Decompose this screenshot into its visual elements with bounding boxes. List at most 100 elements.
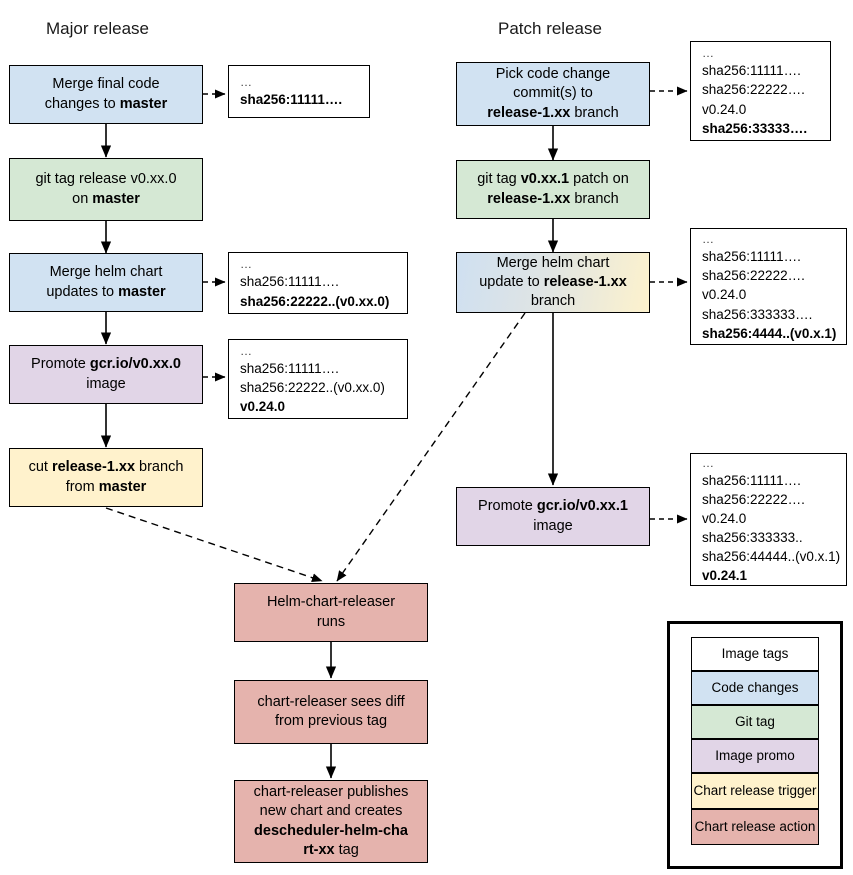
node-merge-helm-release-branch[interactable]: Merge helm chart update to release-1.xx … [456, 252, 650, 313]
tagbox-after-merge-helm-release: … sha256:11111…. sha256:22222…. v0.24.0 … [690, 228, 847, 345]
node-line: update to release-1.xx [463, 273, 643, 292]
node-emphasis: master [118, 283, 166, 300]
node-line: from master [16, 478, 196, 497]
node-text: Promote [31, 356, 90, 373]
node-merge-helm-master[interactable]: Merge helm chart updates to master [9, 253, 203, 312]
tagbox-after-promote-image-patch: … sha256:11111…. sha256:22222…. v0.24.0 … [690, 453, 847, 586]
node-emphasis: gcr.io/v0.xx.0 [89, 356, 181, 373]
column-title-major: Major release [46, 19, 149, 38]
node-line: on master [16, 190, 196, 209]
node-line: Merge final code [52, 76, 160, 93]
tag-line: sha256:22222..(v0.xx.0) [240, 379, 385, 395]
edge-cut-to-releaser [105, 507, 323, 583]
node-emphasis: release-1.xx [51, 459, 136, 476]
node-line: Merge helm chart [496, 254, 610, 271]
node-promote-image-major[interactable]: Promote gcr.io/v0.xx.0 image [9, 345, 203, 404]
tag-line: sha256:22222…. [702, 268, 805, 284]
node-emphasis: rt-xx [303, 841, 335, 858]
node-line: updates to master [16, 283, 196, 302]
tagbox-after-merge-helm-master: … sha256:11111…. sha256:22222..(v0.xx.0) [228, 252, 408, 314]
node-emphasis: master [119, 95, 168, 112]
node-text: cut [28, 459, 52, 476]
tag-line: sha256:11111…. [240, 90, 359, 109]
node-text: changes to [44, 95, 120, 112]
node-pick-code-change[interactable]: Pick code change commit(s) to release-1.… [456, 62, 650, 126]
node-line: cut release-1.xx branch [16, 458, 196, 477]
node-emphasis: release-1.xx [543, 273, 627, 290]
legend-label: Git tag [735, 713, 775, 729]
node-git-tag-patch[interactable]: git tag v0.xx.1 patch on release-1.xx br… [456, 160, 650, 219]
node-line: image [86, 375, 126, 392]
tag-line: v0.24.0 [702, 287, 747, 303]
tag-text: sha256:4444..(v0.x.1) [702, 325, 837, 341]
node-emphasis: descheduler-helm-cha [254, 822, 408, 839]
node-line: Merge helm chart [49, 264, 163, 281]
tag-line: sha256:22222..(v0.xx.0) [240, 292, 397, 311]
node-line: branch [530, 293, 576, 310]
node-chart-releaser-publishes[interactable]: chart-releaser publishes new chart and c… [234, 780, 428, 863]
node-text: patch on [569, 171, 629, 188]
tag-line: v0.24.0 [240, 397, 397, 416]
node-line: chart-releaser publishes [253, 784, 409, 801]
legend-item-chart-release-trigger: Chart release trigger [691, 773, 819, 809]
legend-label: Chart release trigger [693, 782, 817, 798]
node-emphasis: master [98, 478, 147, 495]
tag-line: sha256:33333…. [702, 119, 820, 138]
legend-item-code-changes: Code changes [691, 671, 819, 705]
tag-text: sha256:22222..(v0.xx.0) [240, 293, 390, 309]
node-text: branch [570, 104, 619, 121]
node-line: commit(s) to [513, 85, 593, 102]
node-text: updates to [46, 283, 119, 300]
node-cut-release-branch[interactable]: cut release-1.xx branch from master [9, 448, 203, 507]
tag-text: v0.24.1 [702, 568, 748, 584]
node-line: runs [316, 613, 346, 630]
tag-line: sha256:333333.. [702, 530, 803, 545]
node-line: Pick code change [495, 66, 611, 83]
legend-label: Image tags [721, 645, 789, 661]
column-title-patch: Patch release [498, 19, 602, 38]
node-emphasis: gcr.io/v0.xx.1 [536, 498, 628, 515]
legend-item-chart-release-action: Chart release action [691, 809, 819, 845]
node-line: descheduler-helm-cha [241, 822, 421, 841]
tagbox-after-promote-image-major: … sha256:11111…. sha256:22222..(v0.xx.0)… [228, 339, 408, 419]
tag-line: sha256:333333…. [702, 306, 813, 322]
tag-text: v0.24.0 [240, 399, 286, 415]
node-text: tag [334, 841, 359, 858]
node-line: git tag v0.xx.1 patch on [463, 170, 643, 189]
tag-line: sha256:44444..(v0.x.1) [702, 549, 841, 565]
legend-item-image-tags: Image tags [691, 637, 819, 671]
node-merge-final-code[interactable]: Merge final code changes to master [9, 65, 203, 124]
node-line: from previous tag [274, 713, 388, 729]
ellipsis: … [240, 257, 254, 272]
tag-line: sha256:4444..(v0.x.1) [702, 324, 836, 343]
node-text: from [65, 478, 99, 495]
node-line: Promote gcr.io/v0.xx.1 [463, 497, 643, 516]
node-line: Helm-chart-releaser [266, 594, 396, 611]
tag-line: sha256:11111…. [240, 274, 339, 290]
ellipsis: … [702, 232, 716, 247]
tag-line: sha256:11111…. [240, 360, 339, 376]
node-line: git tag release v0.xx.0 [35, 171, 177, 188]
node-promote-image-patch[interactable]: Promote gcr.io/v0.xx.1 image [456, 487, 650, 546]
node-emphasis: release-1.xx [487, 104, 571, 121]
legend-item-image-promo: Image promo [691, 739, 819, 773]
node-text: branch [570, 190, 619, 207]
node-git-tag-release[interactable]: git tag release v0.xx.0 on master [9, 158, 203, 221]
node-line: release-1.xx branch [463, 104, 643, 123]
node-helm-chart-releaser-runs[interactable]: Helm-chart-releaser runs [234, 583, 428, 642]
node-chart-releaser-sees-diff[interactable]: chart-releaser sees diff from previous t… [234, 680, 428, 744]
tag-line: sha256:22222…. [702, 82, 805, 98]
node-text: branch [135, 459, 184, 476]
tag-text: sha256:33333…. [702, 120, 808, 136]
node-emphasis: master [92, 190, 140, 207]
node-line: chart-releaser sees diff [257, 693, 405, 710]
tag-line: v0.24.0 [702, 510, 747, 526]
node-text: update to [479, 273, 544, 290]
tag-line: sha256:11111…. [702, 63, 801, 79]
legend-panel: Image tags Code changes Git tag Image pr… [667, 621, 843, 869]
node-line: Promote gcr.io/v0.xx.0 [16, 355, 196, 374]
node-text: on [72, 190, 93, 207]
tag-line: v0.24.0 [702, 101, 747, 117]
node-text: git tag [477, 171, 521, 188]
legend-label: Chart release action [694, 818, 816, 834]
